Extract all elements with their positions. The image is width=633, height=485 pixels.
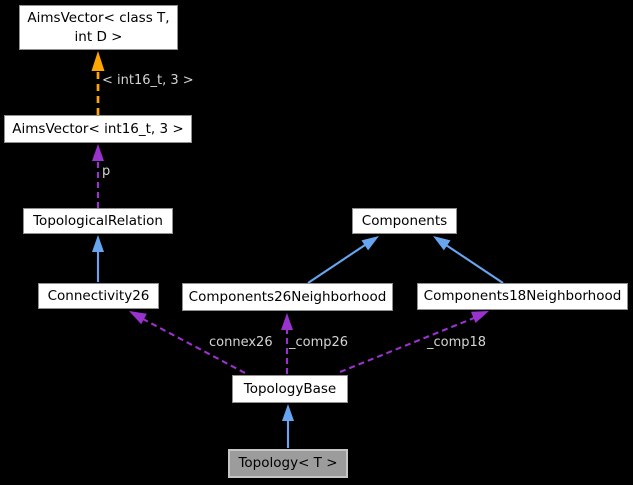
node-aims-vector-int16[interactable]: AimsVector< int16_t, 3 >	[4, 115, 192, 143]
node-label: Components18Neighborhood	[423, 288, 622, 305]
node-aims-vector-template[interactable]: AimsVector< class T, int D >	[19, 5, 178, 50]
node-topology-base[interactable]: TopologyBase	[232, 375, 348, 403]
edge-template-instantiation	[91, 51, 105, 115]
edge-inherit-topology	[282, 404, 294, 448]
edge-label-template-args: < int16_t, 3 >	[102, 73, 194, 88]
edge-inherit-connectivity26	[92, 235, 104, 282]
node-label: Components26Neighborhood	[188, 288, 387, 305]
edge-label-p: p	[102, 164, 111, 179]
node-label: Topology< T >	[238, 455, 338, 472]
node-label: AimsVector< class T,	[27, 10, 170, 27]
node-label: int D >	[74, 28, 123, 45]
node-components[interactable]: Components	[352, 208, 457, 234]
edge-label-connex26: connex26	[209, 335, 273, 350]
edge-usage-connex26	[129, 311, 246, 374]
node-topology-current: Topology< T >	[228, 449, 348, 478]
node-topological-relation[interactable]: TopologicalRelation	[23, 208, 173, 234]
edge-inherit-components18	[433, 236, 504, 284]
node-label: TopologicalRelation	[33, 212, 163, 229]
node-connectivity26[interactable]: Connectivity26	[38, 283, 159, 309]
node-components18-neighborhood[interactable]: Components18Neighborhood	[417, 283, 628, 310]
node-label: Components	[361, 212, 448, 229]
edge-usage-comp18	[339, 311, 489, 373]
node-components26-neighborhood[interactable]: Components26Neighborhood	[182, 283, 393, 311]
node-label: TopologyBase	[243, 380, 337, 397]
node-label: Connectivity26	[47, 287, 150, 304]
edge-inherit-components26	[307, 236, 379, 284]
edge-label-comp18: _comp18	[427, 335, 487, 350]
edge-label-comp26: _comp26	[289, 335, 349, 350]
edge-usage-p	[92, 144, 104, 208]
node-label: AimsVector< int16_t, 3 >	[12, 120, 184, 137]
edge-usage-comp26	[281, 313, 293, 374]
